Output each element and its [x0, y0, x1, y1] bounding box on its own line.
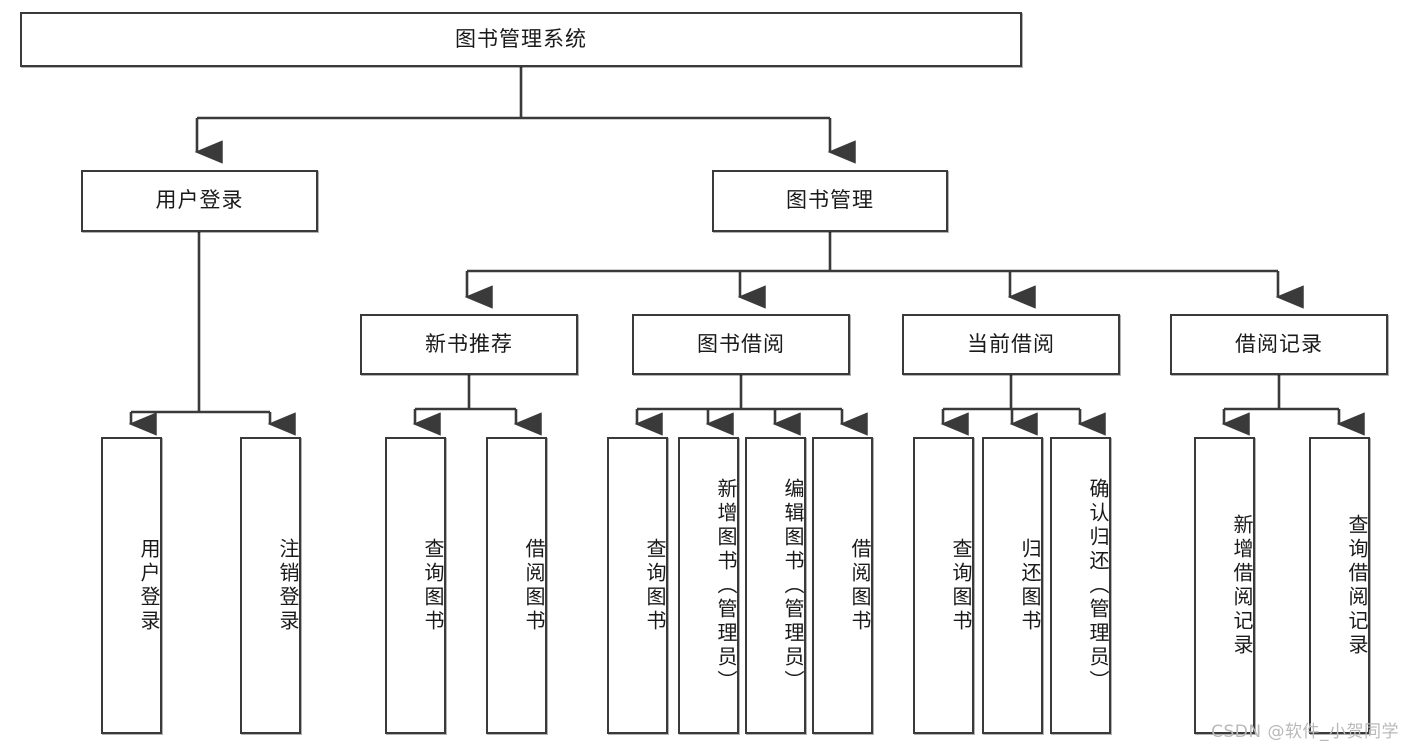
leaf-borrow-book-recommend[interactable]: 借阅图书: [486, 437, 547, 734]
leaf-label: 查询图书: [949, 537, 973, 634]
leaf-label: 注销登录: [276, 537, 300, 634]
node-label: 用户登录: [155, 188, 244, 213]
node-label: 借阅记录: [1235, 331, 1323, 356]
node-label: 新书推荐: [425, 331, 513, 356]
leaf-label: 确认归还（管理员）: [1086, 477, 1110, 694]
leaf-label: 借阅图书: [522, 537, 546, 634]
leaf-query-book-current[interactable]: 查询图书: [913, 437, 974, 734]
leaf-query-borrow-record[interactable]: 查询借阅记录: [1309, 437, 1370, 734]
leaf-query-book-recommend[interactable]: 查询图书: [385, 437, 446, 734]
leaf-label: 新增图书（管理员）: [714, 477, 738, 694]
node-label: 当前借阅: [967, 331, 1055, 356]
leaf-label: 新增借阅记录: [1230, 513, 1254, 658]
leaf-return-book[interactable]: 归还图书: [982, 437, 1043, 734]
leaf-confirm-return[interactable]: 确认归还（管理员）: [1050, 437, 1111, 734]
leaf-label: 查询图书: [421, 537, 445, 634]
node-borrow-record[interactable]: 借阅记录: [1170, 314, 1388, 375]
leaf-add-borrow-record[interactable]: 新增借阅记录: [1194, 437, 1255, 734]
node-label: 图书管理系统: [455, 26, 587, 51]
node-user-login[interactable]: 用户登录: [81, 170, 318, 232]
leaf-add-book[interactable]: 新增图书（管理员）: [678, 437, 739, 734]
leaf-query-book-borrow[interactable]: 查询图书: [607, 437, 668, 734]
leaf-user-login[interactable]: 用户登录: [101, 437, 162, 734]
leaf-logout-login[interactable]: 注销登录: [240, 437, 301, 734]
node-label: 图书管理: [786, 188, 874, 213]
node-new-book-recommend[interactable]: 新书推荐: [360, 314, 578, 375]
node-current-borrow[interactable]: 当前借阅: [902, 314, 1120, 375]
leaf-label: 归还图书: [1018, 537, 1042, 634]
leaf-label: 编辑图书（管理员）: [781, 477, 805, 694]
node-book-borrow[interactable]: 图书借阅: [632, 314, 850, 375]
node-root-book-management-system[interactable]: 图书管理系统: [20, 12, 1022, 67]
leaf-label: 查询借阅记录: [1345, 513, 1369, 658]
watermark-text: CSDN @软件_小贺同学: [1211, 722, 1399, 742]
leaf-label: 借阅图书: [848, 537, 872, 634]
leaf-label: 用户登录: [137, 537, 161, 634]
node-book-management[interactable]: 图书管理: [712, 170, 948, 232]
leaf-borrow-book[interactable]: 借阅图书: [812, 437, 873, 734]
leaf-edit-book[interactable]: 编辑图书（管理员）: [745, 437, 806, 734]
leaf-label: 查询图书: [643, 537, 667, 634]
node-label: 图书借阅: [697, 331, 785, 356]
